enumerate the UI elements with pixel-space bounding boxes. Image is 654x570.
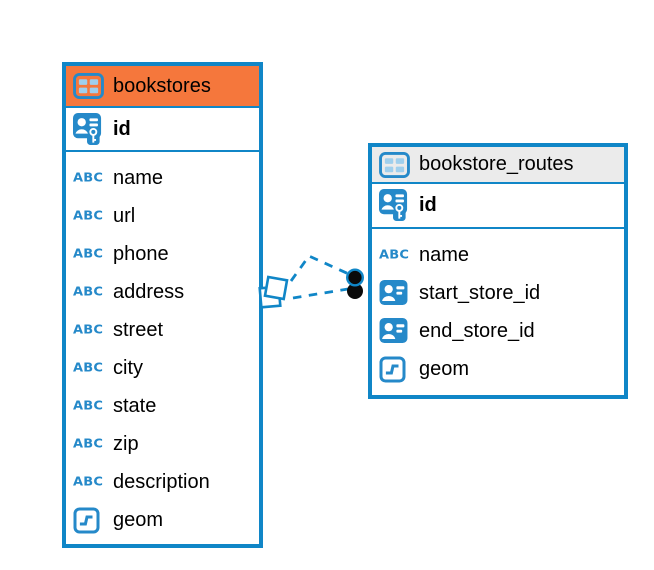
column-row-id[interactable]: id [372, 184, 624, 229]
primary-key-icon [379, 189, 410, 222]
geometry-type-icon [73, 507, 104, 534]
table-icon [73, 73, 104, 99]
text-type-icon: ABC [73, 475, 104, 489]
text-type-icon: ABC [73, 361, 104, 375]
column-label: name [419, 243, 470, 266]
column-label: geom [419, 357, 470, 380]
column-label: id [419, 194, 437, 216]
column-row-geom[interactable]: geom [379, 350, 617, 388]
text-type-icon: ABC [73, 171, 104, 185]
text-type-icon: ABC [73, 323, 104, 337]
column-row-street[interactable]: ABC street [73, 311, 252, 349]
column-row-address[interactable]: ABC address [73, 273, 252, 311]
text-type-icon: ABC [73, 437, 104, 451]
relationship-line[interactable] [289, 254, 352, 282]
table-bookstore-routes[interactable]: bookstore_routes id ABC name start_store… [368, 143, 628, 399]
relationship-endpoint-dot[interactable] [346, 268, 365, 287]
primary-key-icon [73, 113, 104, 146]
column-label: zip [113, 432, 139, 455]
foreign-key-icon [379, 280, 410, 306]
column-label: end_store_id [419, 319, 535, 342]
column-label: url [113, 204, 136, 227]
column-row-zip[interactable]: ABC zip [73, 425, 252, 463]
table-header-bookstore-routes[interactable]: bookstore_routes [372, 147, 624, 184]
table-bookstores[interactable]: bookstores id ABC name ABC url ABC phone… [62, 62, 263, 548]
column-row-id[interactable]: id [66, 108, 259, 152]
table-header-bookstores[interactable]: bookstores [66, 66, 259, 108]
column-label: city [113, 356, 143, 379]
column-label: geom [113, 508, 164, 531]
relationship-endpoint-dot[interactable] [347, 283, 363, 299]
table-title: bookstore_routes [419, 153, 574, 175]
column-label: street [113, 318, 164, 341]
relationship-source-handle[interactable] [258, 275, 289, 309]
text-type-icon: ABC [73, 285, 104, 299]
column-row-start-store-id[interactable]: start_store_id [379, 274, 617, 312]
column-label: address [113, 280, 185, 303]
table-title: bookstores [113, 74, 211, 97]
column-row-description[interactable]: ABC description [73, 463, 252, 501]
column-row-url[interactable]: ABC url [73, 197, 252, 235]
column-label: state [113, 394, 157, 417]
table-icon [379, 152, 410, 178]
column-row-state[interactable]: ABC state [73, 387, 252, 425]
relationship-line[interactable] [292, 287, 349, 300]
text-type-icon: ABC [73, 209, 104, 223]
column-row-end-store-id[interactable]: end_store_id [379, 312, 617, 350]
column-list: ABC name start_store_id end_store_id geo… [372, 229, 624, 388]
text-type-icon: ABC [73, 247, 104, 261]
column-label: phone [113, 242, 169, 265]
column-row-geom[interactable]: geom [73, 501, 252, 539]
column-label: name [113, 166, 164, 189]
column-row-phone[interactable]: ABC phone [73, 235, 252, 273]
column-row-city[interactable]: ABC city [73, 349, 252, 387]
text-type-icon: ABC [73, 399, 104, 413]
column-label: description [113, 470, 210, 493]
foreign-key-icon [379, 318, 410, 344]
column-row-name[interactable]: ABC name [73, 159, 252, 197]
column-label: id [113, 117, 131, 140]
column-label: start_store_id [419, 281, 541, 304]
column-row-name[interactable]: ABC name [379, 236, 617, 274]
geometry-type-icon [379, 356, 410, 383]
column-list: ABC name ABC url ABC phone ABC address A… [66, 152, 259, 539]
text-type-icon: ABC [379, 248, 410, 262]
